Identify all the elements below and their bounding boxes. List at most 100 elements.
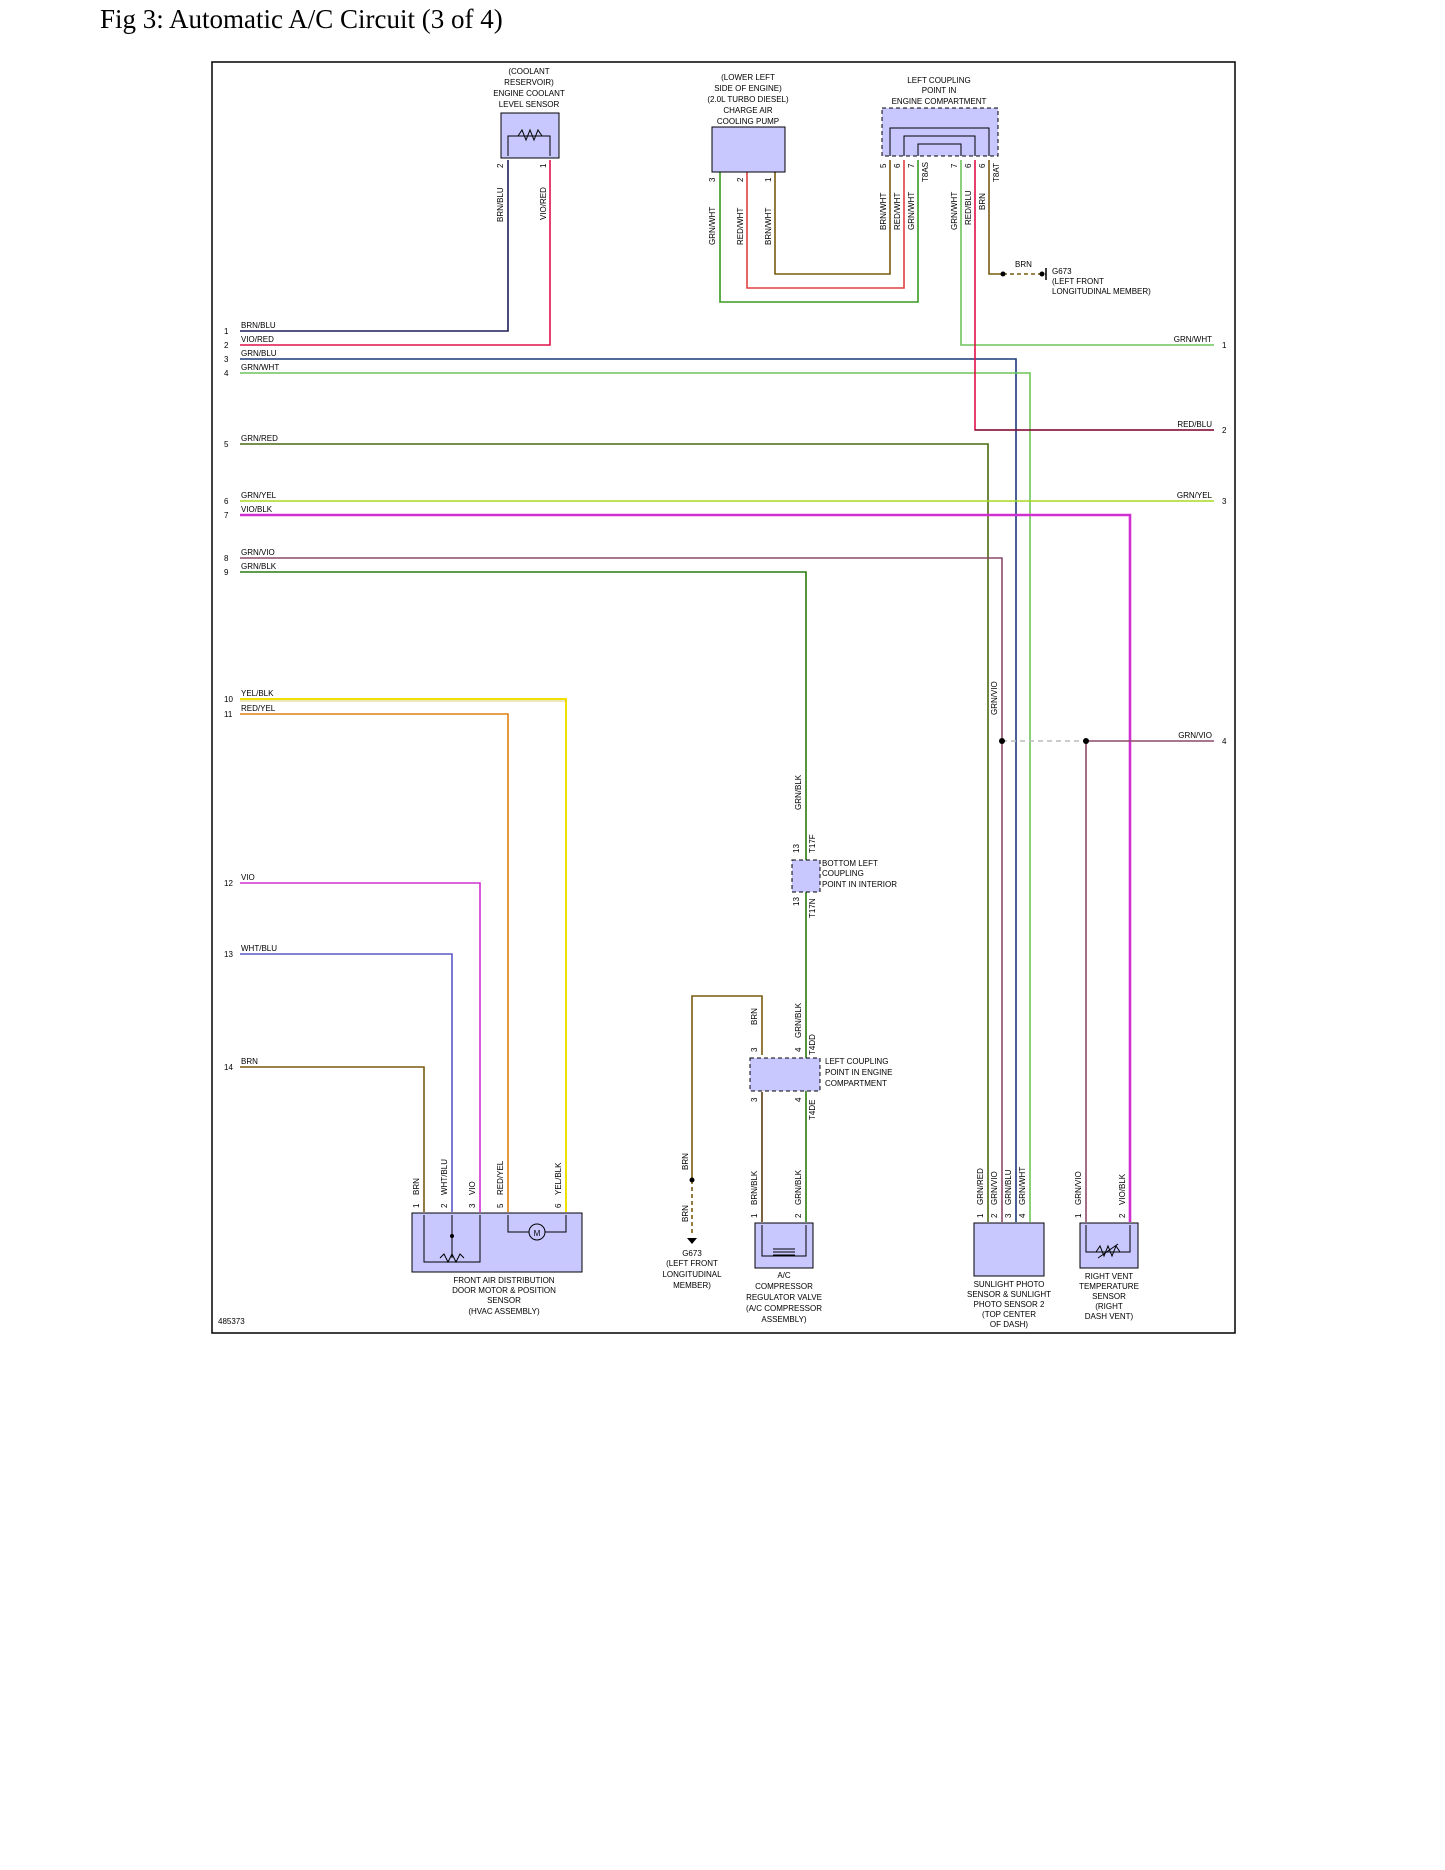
right-wire-label: GRN/WHT	[1174, 335, 1212, 344]
left-pin-number: 12	[224, 879, 233, 888]
svg-text:G673: G673	[682, 1249, 702, 1258]
wire-vio	[240, 882, 481, 1212]
wire-yel-blk	[240, 698, 567, 1212]
svg-text:LONGITUDINAL MEMBER): LONGITUDINAL MEMBER)	[1052, 287, 1151, 296]
svg-text:RESERVOIR): RESERVOIR)	[504, 78, 554, 87]
left-pin-number: 4	[224, 369, 229, 378]
wire-grn-blu	[240, 358, 1017, 1222]
left-wire-label: GRN/WHT	[241, 363, 279, 372]
svg-text:LEVEL SENSOR: LEVEL SENSOR	[499, 100, 560, 109]
right-vent-temperature-sensor: GRN/VIO VIO/BLK 1 2 RIGHT VENT TEMPERATU…	[1074, 1171, 1139, 1321]
svg-text:SENSOR: SENSOR	[1092, 1292, 1126, 1301]
sunlight-photo-sensor: GRN/RED GRN/VIO GRN/BLU GRN/WHT 1 2 3 4 …	[967, 1167, 1051, 1329]
left-pin-number: 9	[224, 568, 229, 577]
svg-text:POINT IN INTERIOR: POINT IN INTERIOR	[822, 880, 897, 889]
svg-text:GRN/WHT: GRN/WHT	[907, 192, 916, 230]
wire-grn-blk	[240, 571, 807, 1222]
svg-text:1: 1	[976, 1213, 985, 1218]
ground-g673-bottom: BRN BRN G673 (LEFT FRONT LONGITUDINAL ME…	[662, 1153, 722, 1290]
svg-text:GRN/WHT: GRN/WHT	[708, 207, 717, 245]
left-wire-label: VIO/BLK	[241, 505, 273, 514]
coolant-level-sensor: (COOLANT RESERVOIR) ENGINE COOLANT LEVEL…	[493, 67, 565, 222]
splice-dot	[999, 738, 1005, 744]
svg-text:7: 7	[950, 163, 959, 168]
right-wire-label: RED/BLU	[1177, 420, 1212, 429]
svg-text:1: 1	[412, 1203, 421, 1208]
svg-text:RED/WHT: RED/WHT	[893, 193, 902, 230]
left-pin-number: 7	[224, 511, 229, 520]
svg-text:3: 3	[1004, 1213, 1013, 1218]
svg-text:2: 2	[736, 177, 745, 182]
svg-text:BRN/BLU: BRN/BLU	[496, 187, 505, 222]
left-pin-number: 1	[224, 327, 229, 336]
svg-text:7: 7	[907, 163, 916, 168]
left-pin-number: 5	[224, 440, 229, 449]
svg-text:BRN/WHT: BRN/WHT	[879, 193, 888, 230]
ground-g673-top: BRN G673 (LEFT FRONT LONGITUDINAL MEMBER…	[1015, 260, 1151, 296]
svg-text:1: 1	[750, 1213, 759, 1218]
right-pin-number: 1	[1222, 341, 1227, 350]
svg-text:GRN/BLU: GRN/BLU	[1004, 1169, 1013, 1205]
wire-pump-brn-wht	[774, 160, 891, 275]
svg-text:6: 6	[964, 163, 973, 168]
svg-text:1: 1	[1074, 1213, 1083, 1218]
svg-text:PHOTO SENSOR 2: PHOTO SENSOR 2	[974, 1300, 1046, 1309]
svg-text:4: 4	[794, 1097, 803, 1102]
svg-text:(2.0L TURBO DIESEL): (2.0L TURBO DIESEL)	[707, 95, 789, 104]
wires	[240, 160, 1214, 1236]
svg-text:BRN: BRN	[681, 1205, 690, 1222]
right-wire-label: GRN/YEL	[1177, 491, 1213, 500]
left-pin-number: 14	[224, 1063, 233, 1072]
wire-red-yel	[240, 713, 509, 1212]
coil-icon	[773, 1248, 795, 1256]
svg-text:BRN/WHT: BRN/WHT	[764, 208, 773, 245]
svg-text:VIO/RED: VIO/RED	[539, 187, 548, 220]
svg-text:FRONT AIR DISTRIBUTION: FRONT AIR DISTRIBUTION	[453, 1276, 554, 1285]
svg-text:(LEFT FRONT: (LEFT FRONT	[666, 1259, 718, 1268]
svg-text:POINT IN: POINT IN	[922, 86, 957, 95]
svg-text:VIO: VIO	[468, 1181, 477, 1195]
svg-text:1: 1	[539, 163, 548, 168]
bottom-left-coupling: GRN/BLK 13 T17F BOTTOM LEFT COUPLING POI…	[791, 774, 897, 918]
svg-text:SIDE OF ENGINE): SIDE OF ENGINE)	[714, 84, 782, 93]
left-wire-label: GRN/BLK	[241, 562, 277, 571]
svg-text:BRN: BRN	[1015, 260, 1032, 269]
front-air-distribution-motor: BRN WHT/BLU VIO RED/YEL YEL/BLK 1 2 3 5 …	[411, 1159, 583, 1316]
svg-text:2: 2	[990, 1213, 999, 1218]
svg-text:6: 6	[893, 163, 902, 168]
svg-text:COOLING PUMP: COOLING PUMP	[717, 117, 779, 126]
wire-brn-ground-top	[988, 160, 1003, 275]
svg-text:T4DE: T4DE	[808, 1100, 817, 1120]
svg-text:T8AS: T8AS	[921, 162, 930, 182]
svg-text:RED/YEL: RED/YEL	[496, 1160, 505, 1195]
svg-text:YEL/BLK: YEL/BLK	[554, 1162, 563, 1195]
splice-dot	[1000, 271, 1006, 277]
page-title: Fig 3: Automatic A/C Circuit (3 of 4)	[100, 4, 503, 34]
svg-text:3: 3	[708, 177, 717, 182]
svg-text:ASSEMBLY): ASSEMBLY)	[761, 1315, 807, 1324]
svg-text:5: 5	[879, 163, 888, 168]
wire-brn-blu	[240, 160, 509, 332]
wire-grn-wht	[240, 372, 1031, 1222]
svg-text:VIO/BLK: VIO/BLK	[1118, 1173, 1127, 1205]
wire-grn-vio	[240, 557, 1003, 1222]
svg-text:GRN/BLK: GRN/BLK	[794, 774, 803, 810]
left-pin-number: 10	[224, 695, 233, 704]
svg-text:COMPRESSOR: COMPRESSOR	[755, 1282, 813, 1291]
wire-pump-red-wht	[746, 160, 905, 289]
svg-text:RED/BLU: RED/BLU	[964, 190, 973, 225]
left-pin-number: 2	[224, 341, 229, 350]
figure-id: 485373	[218, 1317, 245, 1326]
left-wire-label: BRN/BLU	[241, 321, 276, 330]
svg-text:WHT/BLU: WHT/BLU	[440, 1159, 449, 1195]
resistor-icon	[517, 128, 543, 142]
svg-text:A/C: A/C	[777, 1271, 791, 1280]
svg-text:SENSOR & SUNLIGHT: SENSOR & SUNLIGHT	[967, 1290, 1051, 1299]
left-pin-number: 13	[224, 950, 233, 959]
right-wire-label: GRN/VIO	[1178, 731, 1212, 740]
wire-brn-14	[240, 1066, 425, 1212]
svg-text:COUPLING: COUPLING	[822, 869, 864, 878]
svg-text:GRN/WHT: GRN/WHT	[1018, 1167, 1027, 1205]
left-pin-number: 11	[224, 710, 233, 719]
left-pin-number: 3	[224, 355, 229, 364]
